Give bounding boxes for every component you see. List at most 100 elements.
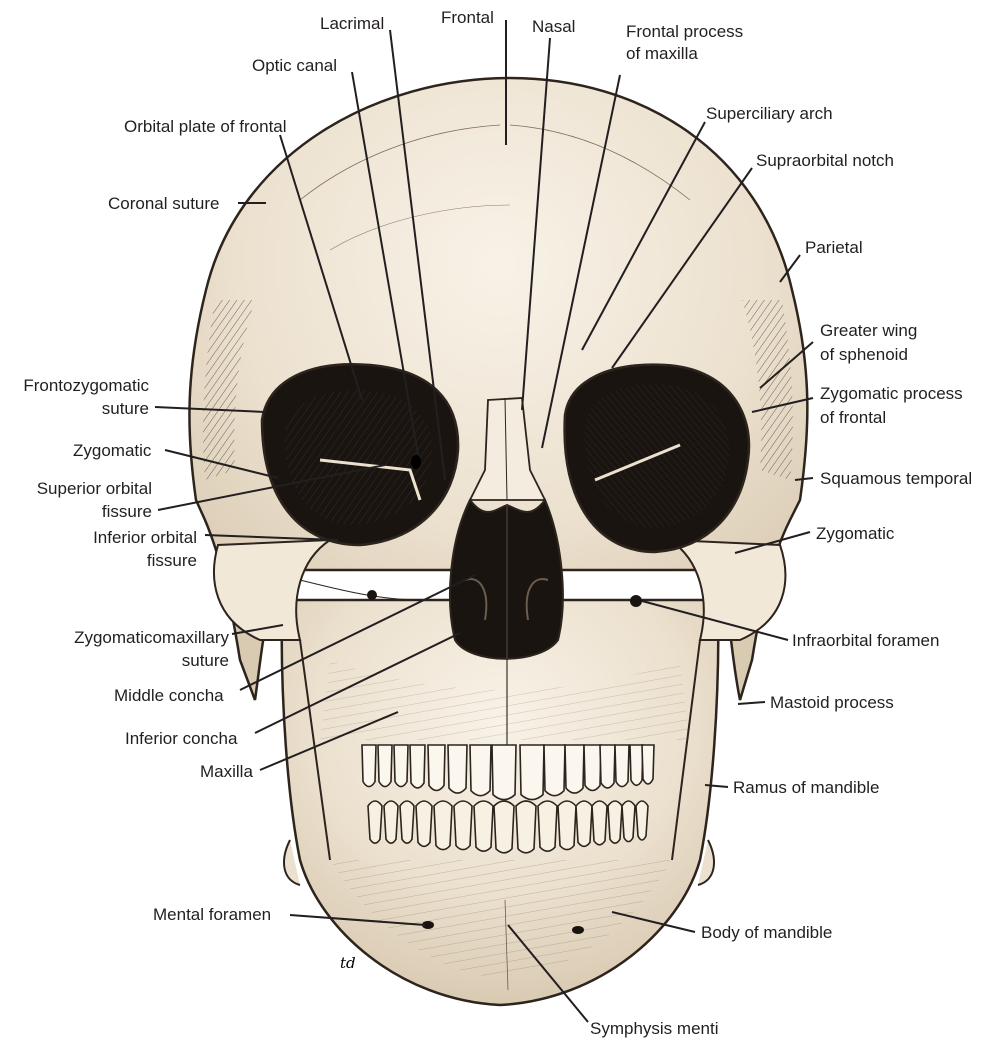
leader-parietal [779, 254, 801, 283]
teeth [361, 744, 655, 854]
lower-tooth [557, 800, 577, 851]
leader-infraorbital [641, 600, 789, 641]
leader-greater-wing [759, 341, 814, 389]
label-frontal: Frontal [441, 8, 494, 27]
label-inferior-concha: Inferior concha [125, 729, 238, 748]
maxilla-region [320, 660, 690, 745]
lower-tooth [493, 800, 515, 854]
zygomatic-bones [213, 538, 787, 641]
upper-tooth [564, 744, 585, 794]
leader-zygomatic-process [751, 397, 814, 413]
label-superior-orbital-fissure-1: Superior orbital [36, 479, 152, 498]
upper-tooth [599, 744, 616, 789]
nasal-region [449, 397, 564, 660]
leader-inferior-concha [254, 632, 461, 734]
leader-lacrimal [389, 29, 446, 481]
upper-tooth [447, 744, 468, 794]
label-superciliary-arch: Superciliary arch [706, 104, 833, 123]
label-mastoid-process: Mastoid process [770, 693, 894, 712]
label-inferior-orbital-fissure-1: Inferior orbital [93, 528, 197, 547]
label-greater-wing-2: of sphenoid [820, 345, 908, 364]
leader-superior-fissure [157, 464, 386, 511]
illustrator-signature: td [340, 954, 356, 972]
leader-zygomaticomaxillary [231, 624, 284, 635]
label-orbital-plate-frontal: Orbital plate of frontal [124, 117, 287, 136]
label-symphysis-menti: Symphysis menti [590, 1019, 719, 1038]
label-mental-foramen: Mental foramen [153, 905, 272, 924]
leader-zygomatic-left [164, 449, 279, 479]
label-maxilla: Maxilla [200, 762, 253, 781]
upper-tooth [377, 744, 393, 788]
lower-tooth [453, 800, 473, 851]
label-parietal: Parietal [805, 238, 863, 257]
leader-supraorbital [611, 167, 753, 369]
upper-tooth [629, 744, 644, 787]
upper-tooth [583, 744, 602, 792]
leader-maxilla [259, 711, 399, 771]
leader-orbital-plate [279, 134, 363, 401]
leader-superciliary [581, 121, 706, 351]
label-coronal-suture: Coronal suture [108, 194, 220, 213]
lower-tooth [367, 800, 383, 844]
label-inferior-orbital-fissure-2: fissure [146, 551, 197, 570]
leader-body-mandible [611, 911, 696, 933]
lower-tooth [635, 800, 649, 841]
label-zygomaticomaxillary-1: Zygomaticomaxillary [74, 628, 229, 647]
upper-tooth [614, 744, 630, 788]
lower-tooth [433, 800, 453, 851]
leader-frontozygomatic [154, 406, 266, 413]
lower-tooth [515, 800, 537, 854]
lower-tooth [537, 800, 558, 852]
upper-tooth [393, 744, 409, 788]
right-orbit [563, 363, 751, 554]
left-orbit [260, 363, 460, 547]
leader-symphysis [507, 924, 589, 1023]
upper-tooth [409, 744, 426, 789]
label-middle-concha: Middle concha [114, 686, 224, 705]
lower-tooth [399, 800, 415, 844]
lower-tooth [621, 800, 636, 843]
lower-tooth [415, 800, 433, 848]
label-zygomatic-left: Zygomatic [73, 441, 152, 460]
leader-mastoid [737, 701, 766, 705]
leader-nasal [521, 37, 551, 411]
upper-tooth [427, 744, 446, 792]
leader-lines [154, 20, 814, 1023]
leader-inferior-fissure [204, 534, 339, 541]
label-supraorbital-notch: Supraorbital notch [756, 151, 894, 170]
leader-ramus [704, 784, 729, 788]
lower-tooth [575, 800, 593, 848]
label-infraorbital-foramen: Infraorbital foramen [792, 631, 940, 650]
upper-tooth [641, 744, 655, 785]
lower-tooth [607, 800, 623, 844]
leader-middle-concha [239, 574, 476, 691]
leader-frontal-process [541, 74, 621, 449]
leader-mental-foramen [289, 914, 426, 926]
label-frontal-process-maxilla-2: of maxilla [626, 44, 698, 63]
label-zygomatic-process-frontal-1: Zygomatic process [820, 384, 963, 403]
label-body-mandible: Body of mandible [701, 923, 833, 942]
upper-tooth [361, 744, 377, 788]
label-frontozygomatic-1: Frontozygomatic [23, 376, 149, 395]
lower-tooth [383, 800, 399, 844]
label-superior-orbital-fissure-2: fissure [101, 502, 152, 521]
leader-optic-canal [351, 71, 419, 456]
label-optic-canal: Optic canal [252, 56, 338, 75]
label-frontozygomatic-2: suture [101, 399, 149, 418]
upper-tooth [543, 744, 566, 797]
upper-tooth [469, 744, 492, 797]
upper-tooth [519, 744, 545, 801]
label-squamous-temporal: Squamous temporal [820, 469, 973, 488]
label-lacrimal: Lacrimal [320, 14, 385, 33]
label-frontal-process-maxilla-1: Frontal process [626, 22, 744, 41]
leader-squamous [794, 477, 814, 481]
leader-zygomatic-right [734, 531, 811, 554]
label-zygomatic-process-frontal-2: of frontal [820, 408, 887, 427]
label-zygomatic-right: Zygomatic [816, 524, 895, 543]
label-ramus-mandible: Ramus of mandible [733, 778, 880, 797]
label-nasal: Nasal [532, 17, 576, 36]
upper-tooth [491, 744, 517, 801]
label-zygomaticomaxillary-2: suture [181, 651, 229, 670]
lower-tooth [591, 800, 608, 846]
